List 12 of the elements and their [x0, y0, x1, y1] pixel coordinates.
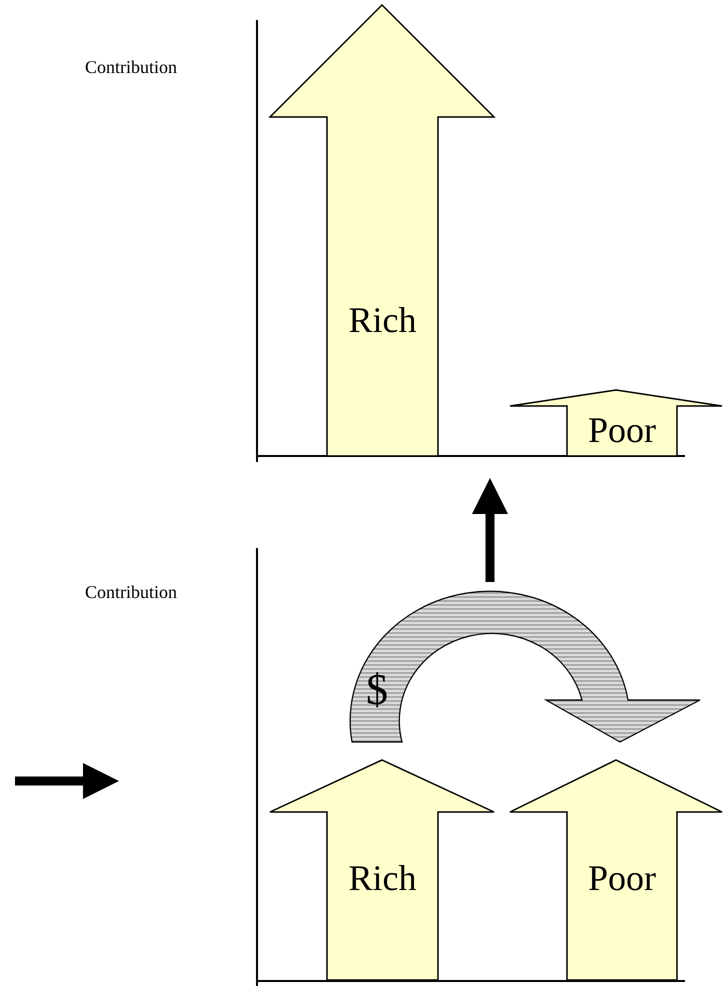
bar-label: Rich	[348, 300, 416, 340]
up-arrow-shape	[510, 390, 722, 456]
up-arrow-shape	[270, 760, 494, 980]
up-arrow-shape	[270, 5, 494, 456]
bar-label: Poor	[588, 410, 656, 450]
edge-label: $	[366, 664, 388, 715]
bar-label: Rich	[348, 858, 416, 898]
up-arrow-shape	[510, 760, 722, 980]
curved-arrow	[350, 590, 701, 743]
bar-label: Poor	[588, 858, 656, 898]
axis-label: Contribution	[85, 57, 178, 78]
axis-label: Contribution	[85, 582, 178, 603]
